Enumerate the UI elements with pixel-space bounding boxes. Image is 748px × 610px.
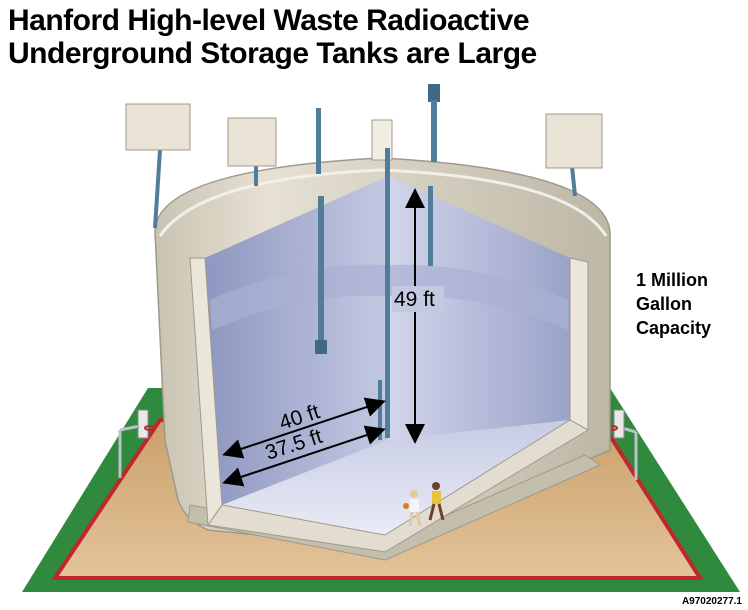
title-line-2: Underground Storage Tanks are Large (8, 37, 537, 70)
equipment-box-3 (545, 113, 603, 197)
interior-floor (222, 420, 570, 535)
diagram-title: Hanford High-level Waste Radioactive Und… (8, 4, 537, 70)
capacity-line-2: Gallon (636, 294, 693, 314)
wall-section-right (569, 257, 589, 431)
title-line-1: Hanford High-level Waste Radioactive (8, 4, 530, 37)
player-white (403, 490, 422, 527)
equipment-box-1 (125, 103, 191, 229)
capacity-line-1: 1 Million (636, 270, 708, 290)
height-label: 49 ft (394, 288, 435, 311)
tank-dome (158, 168, 608, 237)
capacity-label: 1 Million Gallon Capacity (636, 268, 711, 340)
hoop-left (118, 409, 156, 478)
inner-radius-arrow (222, 425, 386, 487)
riser-pipe-tall (428, 84, 440, 266)
interior-band (210, 264, 568, 330)
interior-right-wall (388, 176, 570, 440)
player-yellow (428, 482, 445, 521)
floor-section-edge (207, 419, 589, 553)
equipment-box-2 (227, 117, 277, 186)
capacity-line-3: Capacity (636, 318, 712, 338)
figure-code: A97020277.1 (681, 596, 742, 607)
riser-pipe-left (315, 108, 327, 354)
